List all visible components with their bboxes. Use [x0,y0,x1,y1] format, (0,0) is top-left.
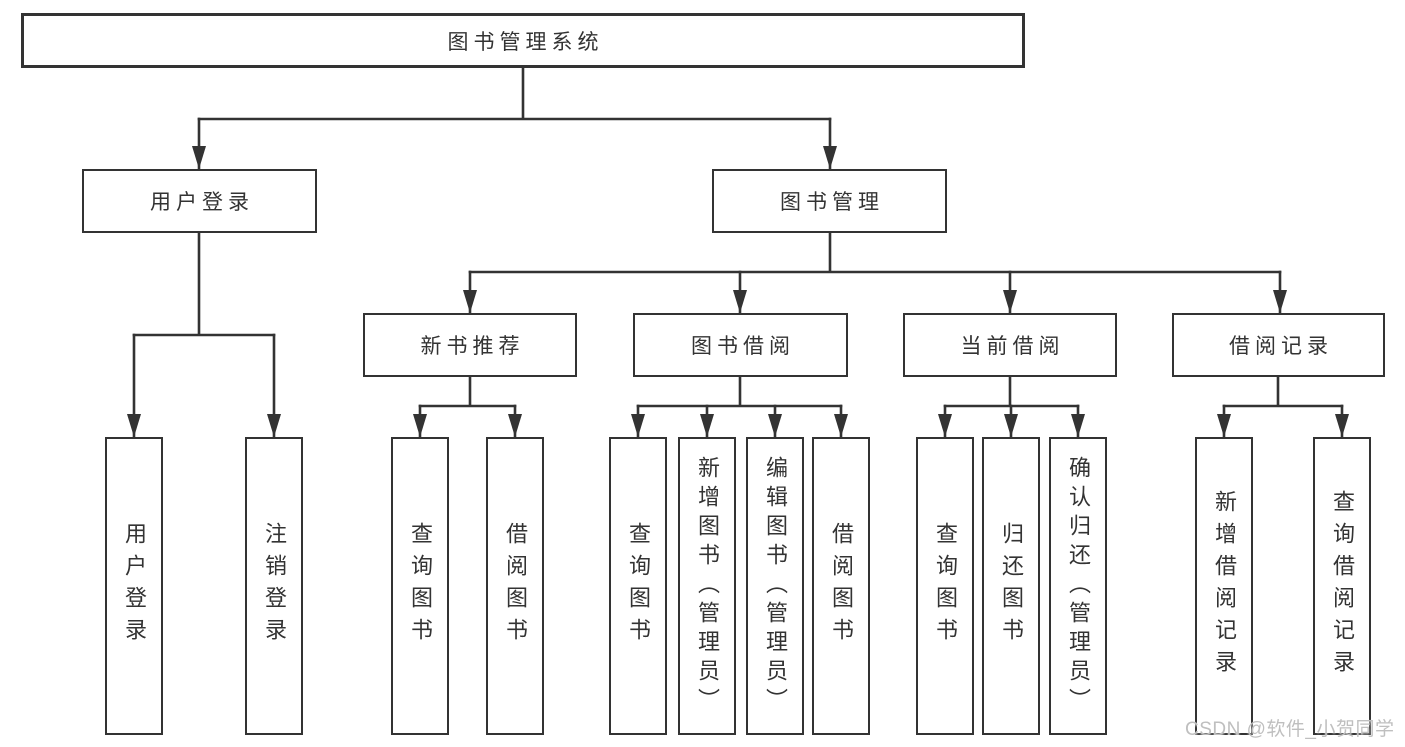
connector-root-to-level2 [192,66,837,171]
connector-new-book-children [413,375,522,439]
leaf-return-books: 归还图书 [982,437,1040,735]
connector-book-borrow-children [631,375,848,439]
connector-user-login-children [127,231,281,439]
leaf-borrow-books-recommend: 借阅图书 [486,437,544,735]
leaf-add-books-admin: 新增图书（管理员） [678,437,736,735]
leaf-logout: 注销登录 [245,437,303,735]
leaf-edit-books-admin: 编辑图书（管理员） [746,437,804,735]
leaf-user-login: 用户登录 [105,437,163,735]
leaf-confirm-return-admin: 确认归还（管理员） [1049,437,1107,735]
connector-book-management-children [463,231,1287,315]
leaf-query-books-borrow: 查询图书 [609,437,667,735]
node-book-borrow: 图书借阅 [633,313,848,377]
node-borrow-records: 借阅记录 [1172,313,1385,377]
leaf-add-borrow-record: 新增借阅记录 [1195,437,1253,735]
node-library-management-system: 图书管理系统 [21,13,1025,68]
leaf-query-books-current: 查询图书 [916,437,974,735]
leaf-query-books-recommend: 查询图书 [391,437,449,735]
node-book-management: 图书管理 [712,169,947,233]
node-new-book-recommend: 新书推荐 [363,313,577,377]
connector-current-borrow-children [938,375,1085,439]
node-user-login: 用户登录 [82,169,317,233]
node-current-borrow: 当前借阅 [903,313,1117,377]
leaf-borrow-books: 借阅图书 [812,437,870,735]
leaf-query-borrow-record: 查询借阅记录 [1313,437,1371,735]
connector-borrow-records-children [1217,375,1349,439]
watermark: CSDN @软件_小贺同学 [1185,719,1395,740]
